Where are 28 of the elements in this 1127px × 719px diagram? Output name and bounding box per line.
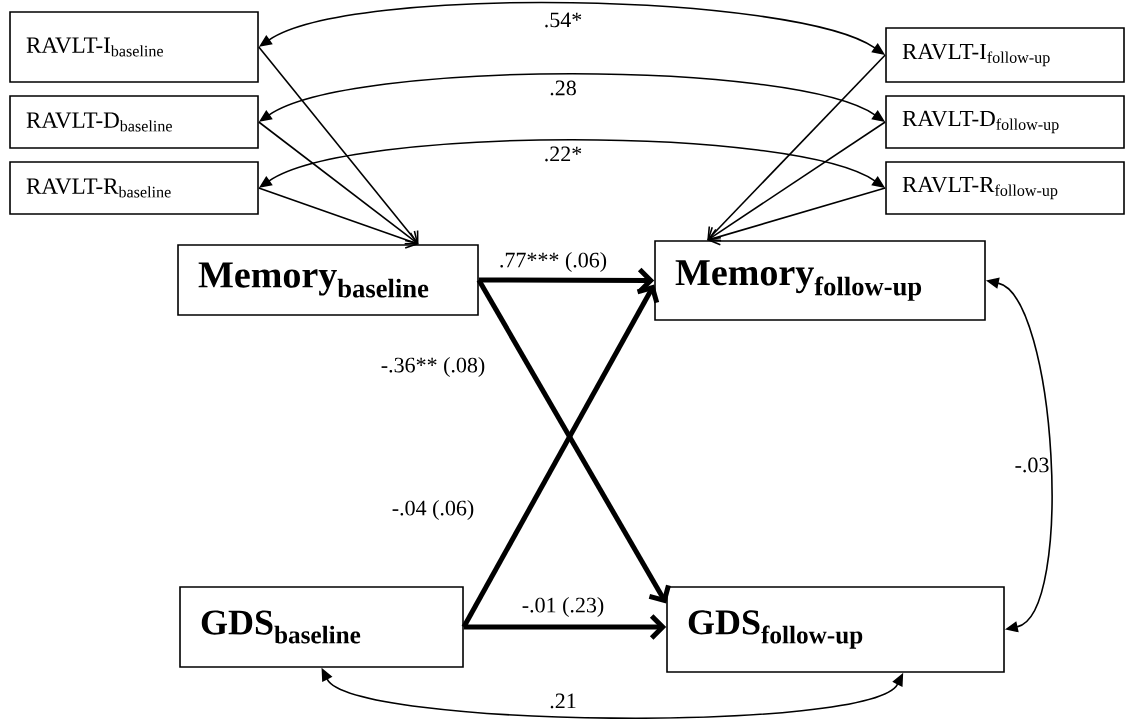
- edge-label: -.36** (.08): [381, 357, 485, 377]
- construct-box: GDS$_{baseline}$: [179, 586, 464, 668]
- indicator-box: RAVLT-R$_{baseline}$: [9, 161, 259, 215]
- arrow: [258, 46, 419, 245]
- edge-label: .28: [550, 80, 576, 96]
- arrow: [707, 54, 886, 241]
- arrow: [461, 284, 660, 629]
- construct-box: Memory$_{follow-up}$: [654, 240, 986, 321]
- arrow: [258, 187, 419, 249]
- arrow: [707, 187, 886, 246]
- edge-label: .54*: [545, 12, 582, 28]
- arrow: [707, 121, 886, 242]
- edge-label: .77*** (.06): [500, 252, 607, 272]
- construct-box: Memory$_{baseline}$: [177, 244, 479, 316]
- edge-label: .22*: [545, 146, 582, 162]
- indicator-box: RAVLT-D$_{follow-up}$: [885, 95, 1125, 149]
- arrow: [258, 121, 419, 245]
- construct-box: GDS$_{follow-up}$: [666, 586, 1005, 673]
- indicator-box: RAVLT-I$_{baseline}$: [9, 11, 259, 83]
- edge-label: -.03: [1015, 457, 1049, 473]
- indicator-box: RAVLT-R$_{follow-up}$: [885, 161, 1125, 215]
- edge-label: -.01 (.23): [522, 597, 604, 617]
- edge-label: .21: [550, 693, 576, 709]
- indicator-box: RAVLT-I$_{follow-up}$: [885, 27, 1125, 83]
- indicator-box: RAVLT-D$_{baseline}$: [9, 95, 259, 149]
- edge-label: -.04 (.06): [392, 500, 474, 520]
- arrow: [476, 278, 671, 604]
- arrow: [463, 614, 667, 640]
